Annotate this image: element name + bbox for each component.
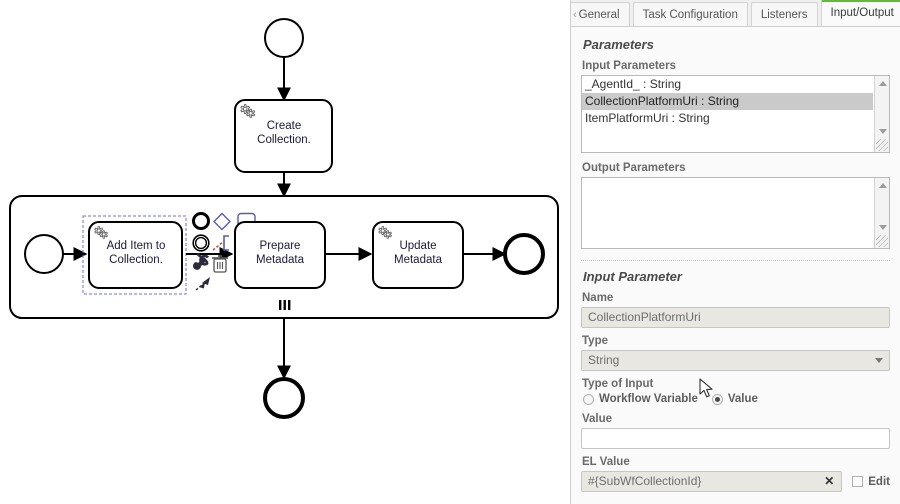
change-type-icon[interactable] xyxy=(195,277,210,291)
radio-value[interactable] xyxy=(711,393,723,405)
el-value-input[interactable] xyxy=(581,471,843,492)
append-intermediate-event-icon-inner xyxy=(194,236,208,250)
gear-icon xyxy=(94,226,109,239)
el-value-row: ✕ Edit xyxy=(581,471,890,492)
el-value-label: EL Value xyxy=(582,456,630,468)
clear-icon[interactable]: ✕ xyxy=(824,474,835,488)
section-divider xyxy=(581,260,890,261)
list-item[interactable]: ItemPlatformUri : String xyxy=(585,111,710,125)
input-parameter-group: Input Parameter Name Type Type of Input … xyxy=(571,261,900,492)
scroll-up-icon[interactable] xyxy=(875,77,889,90)
radio-value-label[interactable]: Value xyxy=(727,393,758,405)
task-create-collection[interactable]: Create Collection. xyxy=(234,99,333,173)
task-update-metadata[interactable]: Update Metadata xyxy=(372,221,464,289)
edit-checkbox[interactable] xyxy=(852,476,864,487)
wrench-icon[interactable] xyxy=(193,253,210,270)
list-item[interactable]: _AgentId_ : String xyxy=(585,77,682,91)
properties-tab-bar[interactable]: ‹General Task Configuration Listeners In… xyxy=(571,0,900,27)
el-value-field-wrapper: ✕ xyxy=(581,471,843,492)
task-prepare-metadata[interactable]: Prepare Metadata xyxy=(234,221,326,289)
gear-icon xyxy=(240,104,256,118)
name-label: Name xyxy=(582,292,614,304)
connect-icon[interactable] xyxy=(212,241,224,251)
tab-task-configuration-label: Task Configuration xyxy=(642,9,738,21)
scroll-up-icon[interactable] xyxy=(875,179,889,192)
name-field[interactable] xyxy=(581,307,890,328)
output-listbox-scrollbar[interactable] xyxy=(874,178,889,248)
output-parameters-listbox[interactable] xyxy=(581,177,890,249)
value-input[interactable] xyxy=(581,428,890,449)
type-of-input-radio-group[interactable]: Workflow Variable Value xyxy=(583,393,890,405)
tab-listeners[interactable]: Listeners xyxy=(750,2,818,26)
radio-workflow-variable-label[interactable]: Workflow Variable xyxy=(599,393,698,405)
task-label: Collection. xyxy=(257,134,311,146)
tab-general[interactable]: ‹General xyxy=(571,2,630,26)
tab-input-output[interactable]: Input/Output xyxy=(820,0,900,26)
task-label: Create xyxy=(267,120,302,132)
task-label: Prepare xyxy=(260,240,301,252)
parameters-group: Parameters Input Parameters _AgentId_ : … xyxy=(571,27,900,261)
subprocess-start-event[interactable] xyxy=(24,234,64,274)
type-select-wrapper xyxy=(581,350,890,371)
tab-general-label: General xyxy=(578,9,620,21)
type-label: Type xyxy=(582,335,608,347)
output-parameters-label: Output Parameters xyxy=(582,162,686,174)
task-label: Collection. xyxy=(109,254,163,266)
trash-icon[interactable] xyxy=(212,255,228,273)
gear-icon xyxy=(378,226,393,239)
connect-icon-bracket xyxy=(223,235,229,251)
task-label: Update xyxy=(399,240,436,252)
tab-listeners-label: Listeners xyxy=(760,9,808,21)
resize-grip-icon[interactable] xyxy=(876,235,888,247)
bpmn-canvas[interactable]: Create Collection. xyxy=(0,0,570,504)
listbox-scrollbar[interactable] xyxy=(874,76,889,152)
type-of-input-label: Type of Input xyxy=(582,378,654,390)
task-add-item-to-collection[interactable]: Add Item to Collection. xyxy=(88,221,183,289)
end-event-bottom[interactable] xyxy=(263,377,305,419)
chevron-left-icon: ‹ xyxy=(573,9,577,21)
task-label: Metadata xyxy=(256,254,305,266)
task-label: Metadata xyxy=(394,254,443,266)
scroll-down-icon[interactable] xyxy=(875,125,889,138)
append-gateway-icon[interactable] xyxy=(213,212,231,231)
subprocess-end-event[interactable] xyxy=(503,233,545,275)
edit-checkbox-label[interactable]: Edit xyxy=(868,475,890,488)
tab-task-configuration[interactable]: Task Configuration xyxy=(632,2,748,26)
start-event-top[interactable] xyxy=(264,18,304,58)
list-item-selected[interactable]: CollectionPlatformUri : String xyxy=(582,93,873,110)
task-label: Add Item to xyxy=(107,240,166,252)
append-end-event-icon[interactable] xyxy=(192,212,210,230)
value-label: Value xyxy=(582,413,613,425)
input-parameters-label: Input Parameters xyxy=(582,60,676,72)
parameters-section-title: Parameters xyxy=(583,37,654,52)
tab-input-output-label: Input/Output xyxy=(830,7,894,19)
multi-instance-marker xyxy=(279,300,291,310)
scroll-down-icon[interactable] xyxy=(875,221,889,234)
radio-workflow-variable[interactable] xyxy=(583,393,594,405)
type-select[interactable] xyxy=(581,350,890,371)
resize-grip-icon[interactable] xyxy=(876,139,888,151)
properties-panel: ‹General Task Configuration Listeners In… xyxy=(570,0,900,504)
input-parameter-section-title: Input Parameter xyxy=(583,269,682,284)
input-parameters-listbox[interactable]: _AgentId_ : String CollectionPlatformUri… xyxy=(581,75,890,153)
